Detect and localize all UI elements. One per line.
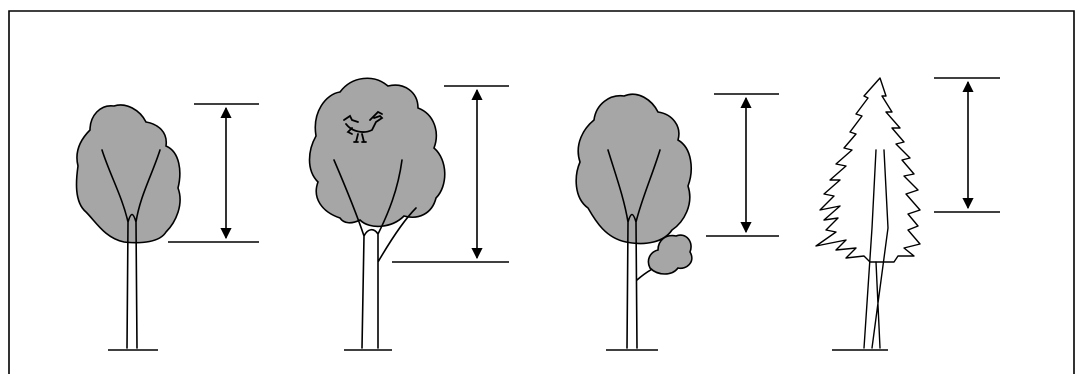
panel-2: [310, 78, 510, 350]
panel-1: [76, 104, 259, 350]
panel-3: [576, 94, 779, 350]
tree-2-crown: [310, 78, 445, 226]
panel-4: [816, 78, 1000, 350]
tree-4-conifer-crown: [816, 78, 920, 262]
tree-3-crown: [576, 94, 691, 243]
